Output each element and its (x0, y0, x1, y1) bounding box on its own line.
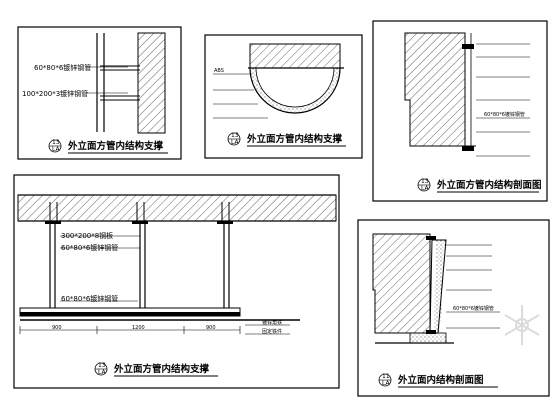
detail-c-bracket-1 (462, 44, 474, 49)
detail-d-label-4: 镀锌角铁 (262, 319, 282, 326)
detail-b-slab (249, 43, 341, 69)
detail-e-infill (409, 332, 447, 344)
detail-d-bubble-bottom: LA (98, 369, 106, 376)
detail-e-bubble-bottom: LA (382, 380, 390, 387)
detail-a-title: 外立面方管内结构支撑 (67, 140, 164, 152)
detail-d-frame (13, 174, 340, 389)
detail-b-bubble-top: 13 (231, 132, 239, 139)
detail-c-wall (404, 32, 466, 147)
detail-b-frame (204, 34, 363, 159)
detail-d-slab (17, 194, 337, 222)
detail-c-bubble-bottom: LA (421, 185, 429, 192)
detail-d-anchors (49, 202, 230, 221)
detail-d-label-5: 固定铁件 (262, 328, 282, 335)
detail-d-dim-3: 900 (206, 325, 216, 331)
detail-d-title: 外立面方管内结构支撑 (113, 363, 210, 375)
detail-c-bracket-2 (462, 146, 474, 151)
detail-b-title: 外立面方管内结构支撑 (246, 133, 343, 145)
detail-a-bubble-bottom: LA (52, 146, 60, 153)
detail-d-label-1: 300*200*8钢板 (61, 231, 113, 240)
detail-e-title: 外立面内结构剖面图 (397, 374, 484, 386)
detail-a-bubble-top: 13 (52, 139, 60, 146)
detail-a-label-1: 60*80*6镀锌钢管 (34, 63, 91, 72)
detail-e-panel: 60*80*6镀锌钢管 11 LA 外立面内结构剖面图 (357, 219, 550, 397)
detail-a-label-2: 100*200*3镀锌钢管 (22, 89, 88, 98)
detail-c-frame (372, 20, 548, 202)
detail-b-bubble-bottom: LA (231, 139, 239, 146)
detail-e-bubble-top: 11 (382, 373, 390, 380)
detail-d-dim-1: 900 (52, 325, 62, 331)
detail-d-panel: 300*200*8钢板 60*80*6镀锌钢管 60*80*6镀锌钢管 镀锌角铁… (13, 174, 340, 389)
detail-d-label-3: 60*80*6镀锌钢管 (61, 294, 118, 303)
snowflake-logo-icon (504, 305, 540, 345)
detail-a-concrete-wall (137, 32, 166, 134)
detail-e-wall (372, 233, 431, 334)
detail-a-frame (17, 26, 182, 160)
detail-c-label-5: 60*80*6镀锌钢管 (484, 111, 525, 118)
detail-d-dim-2: 1200 (132, 325, 145, 331)
detail-e-label-5: 60*80*6镀锌钢管 (453, 305, 494, 312)
detail-c-bubble-top: 13 (421, 178, 429, 185)
detail-b-label-1: ABS (214, 68, 224, 74)
detail-c-title: 外立面方管内结构剖面图 (436, 179, 542, 191)
detail-b-panel: ABS 13 LA 外立面方管内结构支撑 (204, 34, 363, 159)
detail-e-frame (357, 219, 550, 397)
detail-d-label-2: 60*80*6镀锌钢管 (61, 243, 118, 252)
detail-a-panel: 60*80*6镀锌钢管 100*200*3镀锌钢管 13 LA 外立面方管内结构… (17, 26, 182, 160)
detail-d-bubble-top: 13 (98, 362, 106, 369)
detail-c-panel: 60*80*6镀锌钢管 13 LA 外立面方管内结构剖面图 (372, 20, 548, 202)
